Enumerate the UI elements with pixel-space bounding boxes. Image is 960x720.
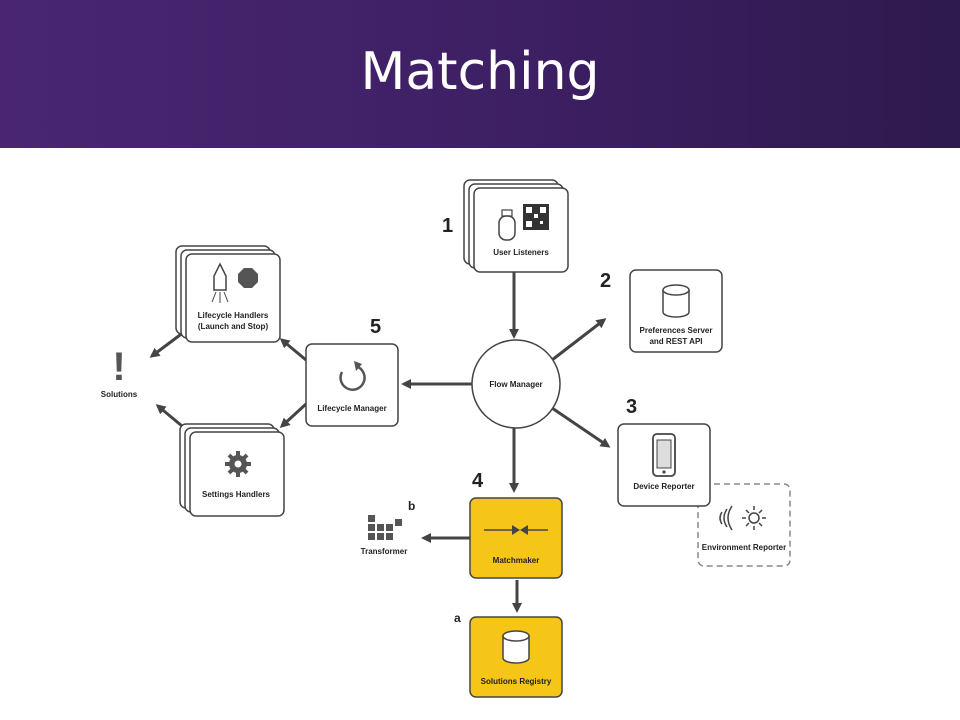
arrow-lifecyclehandlers-to-solutions (149, 330, 185, 358)
step-2-marker: 2 (600, 270, 611, 292)
solutions-registry-node: Solutions Registry (469, 616, 563, 698)
rocket-icon (211, 262, 229, 303)
matchmaker-label: Matchmaker (493, 556, 540, 565)
database-icon (502, 630, 530, 664)
lifecycle-handlers-label-2: (Launch and Stop) (198, 322, 269, 331)
lifecycle-handlers-node: Lifecycle Handlers (Launch and Stop) (175, 245, 281, 343)
converging-arrows-icon (484, 525, 548, 535)
refresh-icon (339, 361, 366, 391)
preferences-label-1: Preferences Server (640, 326, 713, 335)
settings-handlers-label: Settings Handlers (202, 490, 271, 499)
lifecycle-manager-node: Lifecycle Manager (305, 343, 399, 427)
flow-manager-node: Flow Manager (471, 339, 561, 429)
marker-b: b (408, 499, 415, 513)
title-bar: Matching (0, 0, 960, 148)
solutions-label: Solutions (101, 390, 138, 399)
solutions-node: ! Solutions (101, 345, 138, 399)
arrow-settingshandlers-to-solutions (155, 404, 183, 428)
environment-reporter-label: Environment Reporter (702, 543, 786, 552)
database-icon (662, 284, 690, 318)
step-4-marker: 4 (472, 470, 484, 492)
exclamation-icon: ! (112, 345, 125, 389)
signal-waves-icon (719, 505, 733, 531)
lifecycle-manager-label: Lifecycle Manager (317, 404, 386, 413)
marker-a: a (454, 611, 461, 625)
step-5-marker: 5 (370, 316, 381, 338)
matchmaker-node: Matchmaker (469, 497, 563, 579)
slide-title: Matching (360, 42, 600, 102)
flow-manager-label: Flow Manager (489, 380, 542, 389)
preferences-server-node: Preferences Server and REST API (629, 269, 723, 353)
gear-icon (225, 451, 251, 477)
blocks-icon (368, 515, 402, 540)
arrow-lifecyclemanager-to-settingshandlers (279, 402, 308, 429)
qr-code-icon (523, 204, 549, 230)
mobile-phone-icon (652, 433, 676, 477)
user-listeners-node: User Listeners (463, 179, 569, 273)
arrow-flowmanager-to-preferences (551, 318, 607, 362)
settings-handlers-node: Settings Handlers (179, 423, 285, 517)
arrow-lifecyclemanager-to-lifecyclehandlers (279, 338, 307, 362)
lifecycle-handlers-label-1: Lifecycle Handlers (198, 311, 269, 320)
sun-icon (742, 506, 766, 530)
step-3-marker: 3 (626, 396, 637, 418)
usb-key-icon (498, 209, 516, 241)
stop-icon (238, 268, 258, 288)
step-1-marker: 1 (442, 215, 453, 237)
environment-reporter-node: Environment Reporter (697, 483, 791, 567)
device-reporter-node: Device Reporter (617, 423, 711, 507)
preferences-label-2: and REST API (649, 337, 702, 346)
solutions-registry-label: Solutions Registry (481, 677, 552, 686)
device-reporter-label: Device Reporter (633, 482, 694, 491)
user-listeners-label: User Listeners (493, 248, 549, 257)
transformer-label: Transformer (361, 547, 408, 556)
arrow-flowmanager-to-devicereporter (551, 406, 611, 448)
transformer-node: Transformer (361, 515, 408, 556)
